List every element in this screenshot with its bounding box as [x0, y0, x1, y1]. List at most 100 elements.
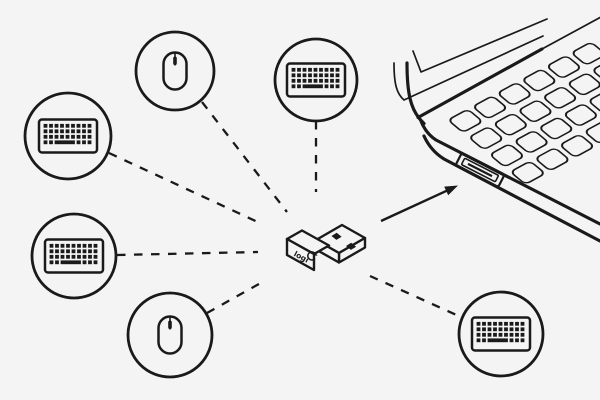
keyboard-icon-key	[319, 73, 323, 78]
keyboard-icon-key	[324, 78, 329, 83]
keyboard-icon-key	[76, 123, 81, 128]
keyboard-icon-key	[504, 327, 508, 332]
keyboard-icon-key	[71, 254, 76, 259]
keyboard-icon-key	[49, 140, 53, 145]
keyboard-icon-key	[60, 123, 64, 128]
keyboard-icon-key	[82, 260, 87, 265]
device-node-mouse-1	[134, 30, 216, 112]
keyboard-icon-key	[498, 321, 503, 326]
keyboard-icon-key	[297, 73, 301, 78]
mouse-icon-wheel	[168, 320, 172, 330]
keyboard-icon-key	[49, 260, 54, 265]
keyboard-icon-key	[93, 243, 98, 248]
keyboard-icon-key	[302, 73, 307, 78]
laptop-key	[593, 60, 600, 82]
keyboard-icon-key	[335, 78, 340, 83]
keyboard-icon-key	[82, 254, 87, 259]
keyboard-icon-key	[297, 84, 301, 89]
keyboard-icon-key	[43, 134, 48, 139]
keyboard-icon-key	[77, 254, 81, 259]
arrow-to-usb-port	[380, 185, 458, 223]
mouse-icon	[157, 315, 183, 355]
keyboard-icon-key	[87, 134, 92, 139]
laptop-key	[568, 73, 600, 96]
keyboard-icon-key	[88, 260, 92, 265]
laptop-key	[449, 110, 482, 132]
keyboard-icon	[43, 238, 105, 274]
keyboard-icon-key	[49, 129, 53, 134]
laptop-key	[544, 87, 577, 109]
keyboard-icon-key	[88, 254, 92, 259]
laptop-base-bottom-edge	[422, 134, 600, 243]
keyboard-icon-key	[308, 73, 312, 78]
keyboard-icon-key	[476, 338, 481, 343]
laptop-lid-outer-edge	[393, 35, 544, 101]
connection-mouse-1	[201, 101, 288, 213]
laptop-key	[515, 131, 548, 153]
laptop-key	[536, 148, 569, 170]
keyboard-icon-key	[482, 327, 486, 332]
keyboard-icon-key	[330, 78, 334, 83]
keyboard-icon-key	[55, 249, 59, 254]
arrow-shaft	[380, 188, 451, 223]
keyboard-icon-key	[88, 249, 92, 254]
keyboard-icon-key	[330, 73, 334, 78]
keyboard-icon-key	[330, 84, 334, 89]
connection-keyboard-3	[116, 250, 259, 257]
device-node-keyboard-2	[23, 91, 113, 181]
connection-mouse-2	[206, 278, 267, 315]
keyboard-icon-key	[291, 73, 296, 78]
keyboard-icon-key	[60, 243, 65, 248]
laptop-key	[564, 104, 597, 126]
connection-keyboard-2	[108, 151, 263, 226]
keyboard-icon-key	[71, 243, 76, 248]
keyboard-icon-key	[520, 332, 525, 337]
keyboard-icon-key	[482, 321, 486, 326]
keyboard-icon-key	[335, 84, 340, 89]
keyboard-icon-key	[54, 129, 59, 134]
keyboard-icon-key	[319, 67, 323, 72]
keyboard-icon-key	[330, 67, 334, 72]
keyboard-icon-key	[54, 140, 75, 145]
keyboard-icon-key	[493, 327, 497, 332]
keyboard-icon-key	[82, 249, 87, 254]
keyboard-icon-key	[308, 78, 312, 83]
mouse-icon-wheel	[173, 56, 177, 66]
keyboard-icon-key	[515, 321, 519, 326]
usb-port-inner	[461, 157, 499, 183]
arrow-head	[444, 185, 458, 196]
keyboard-icon-key	[515, 338, 519, 343]
keyboard-icon-key	[93, 254, 98, 259]
device-node-mouse-2	[126, 291, 214, 379]
keyboard-icon-key	[493, 321, 497, 326]
connections-layer	[108, 101, 462, 319]
keyboard-icon-key	[297, 78, 301, 83]
keyboard-icon	[470, 316, 532, 352]
laptop-key	[498, 83, 531, 105]
keyboard-icon-key	[509, 332, 514, 337]
keyboard-icon-key	[324, 84, 329, 89]
laptop-key	[470, 127, 503, 149]
receiver-cap-front-face	[285, 237, 316, 272]
keyboard-icon-key	[313, 73, 318, 78]
keyboard-icon-key	[291, 78, 296, 83]
laptop-illustration	[393, 16, 600, 243]
laptop-usb-port	[455, 152, 505, 188]
keyboard-icon-key	[60, 254, 65, 259]
keyboard-icon-key	[88, 243, 92, 248]
laptop-key	[572, 42, 600, 65]
keyboard-icon-key	[87, 129, 92, 134]
keyboard-icon-key	[297, 67, 301, 72]
keyboard-icon-key	[476, 332, 481, 337]
device-node-keyboard-3	[30, 212, 118, 300]
keyboard-icon-key	[54, 134, 59, 139]
keyboard-icon-key	[71, 129, 75, 134]
device-node-keyboard-1	[273, 37, 359, 123]
keyboard-icon	[37, 118, 99, 154]
receiver-usb-hole	[346, 242, 357, 250]
usb-port-slot	[467, 162, 493, 178]
keyboard-icon-key	[76, 129, 81, 134]
usb-port-outer	[455, 152, 505, 188]
laptop-key	[474, 96, 507, 119]
keyboard-icon-key	[498, 327, 503, 332]
